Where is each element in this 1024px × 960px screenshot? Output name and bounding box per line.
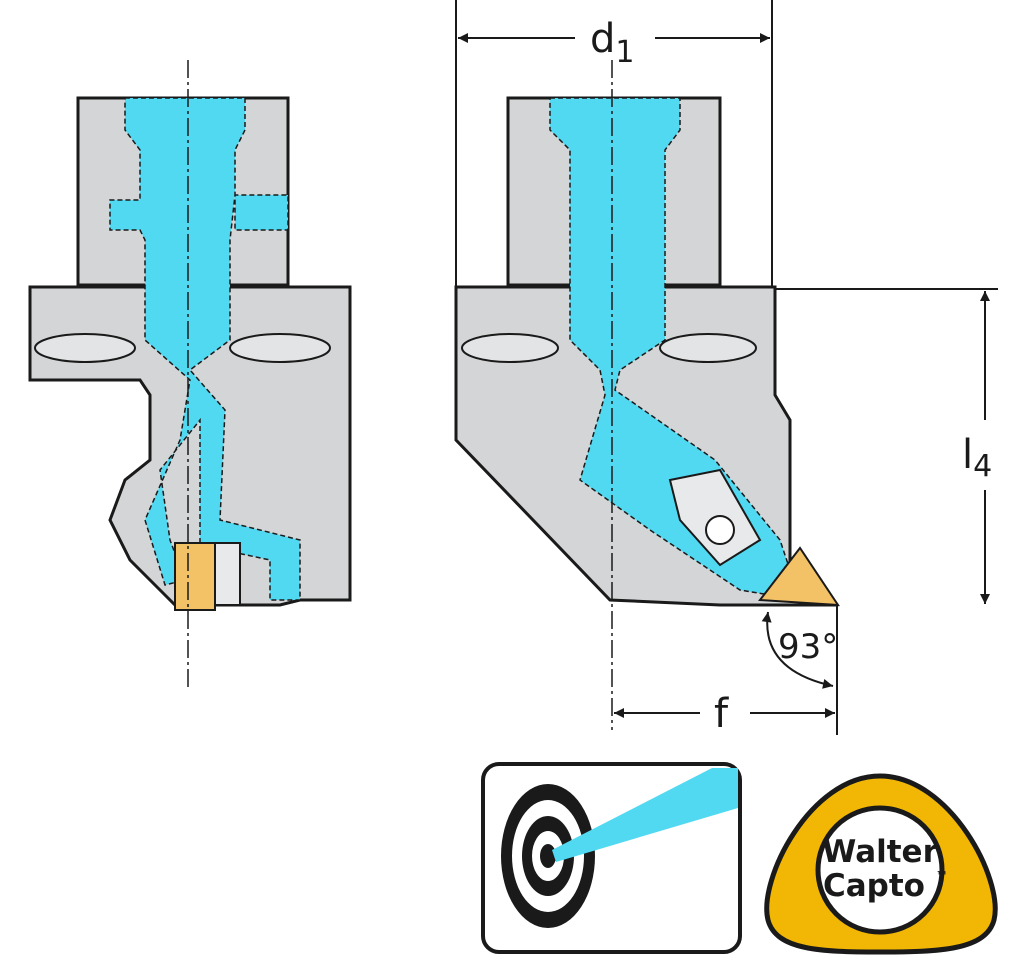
front-view-insert <box>758 546 840 607</box>
side-view-coolant-channel <box>109 97 301 601</box>
side-view-flange <box>28 285 352 607</box>
side-view-clamp <box>214 542 241 606</box>
torx-screw-icon <box>705 515 735 545</box>
side-view-slot-right <box>229 333 331 363</box>
dimension-angle-label: 93° <box>778 627 838 667</box>
side-view-insert <box>174 542 216 611</box>
front-view-slot-right <box>659 333 757 363</box>
side-view <box>28 60 352 690</box>
svg-text:l4: l4 <box>962 432 992 484</box>
front-view-slot-left <box>461 333 559 363</box>
logo-line2: Capto <box>823 868 925 904</box>
dimension-angle: 93° <box>761 611 838 689</box>
dimension-d1: d1 <box>455 0 773 287</box>
front-view <box>454 60 840 730</box>
dimension-l4-subscript: 4 <box>973 449 992 484</box>
dimension-f-label: f <box>714 691 729 737</box>
walter-capto-logo: Walter Capto ™ <box>764 773 998 955</box>
dimension-d1-label: d <box>590 16 615 62</box>
logo-trademark: ™ <box>936 869 948 883</box>
svg-text:d1: d1 <box>590 16 634 70</box>
dimension-d1-subscript: 1 <box>615 35 634 70</box>
dimension-f: f <box>614 605 838 737</box>
side-view-slot-left <box>34 333 136 363</box>
logo-line1: Walter <box>822 834 938 870</box>
precision-coolant-icon <box>481 762 742 954</box>
dimension-l4-label: l <box>962 432 973 478</box>
dimension-l4: l4 <box>775 288 998 604</box>
